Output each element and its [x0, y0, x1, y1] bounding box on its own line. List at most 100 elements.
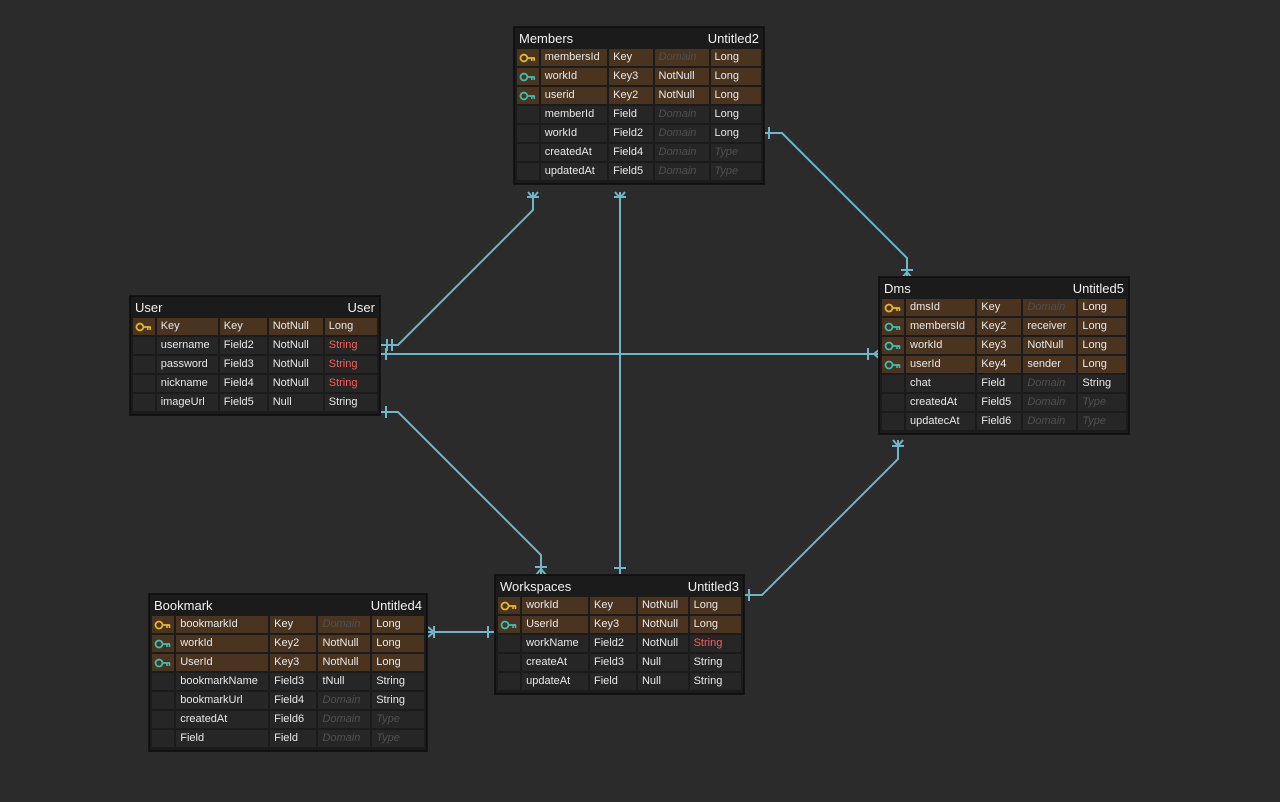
column-type[interactable]: String — [324, 394, 377, 411]
column-type[interactable]: Long — [372, 616, 424, 633]
column-physical-name[interactable]: Key — [219, 318, 267, 335]
column-name[interactable]: workId — [540, 68, 608, 85]
column-type[interactable]: Long — [1078, 299, 1126, 316]
column-type[interactable]: Type — [372, 730, 424, 747]
column-domain[interactable]: Domain — [1023, 394, 1077, 411]
column-physical-name[interactable]: Key3 — [609, 68, 653, 85]
column-name[interactable]: workId — [906, 337, 976, 354]
column-type[interactable]: Long — [689, 616, 741, 633]
column-type[interactable]: Long — [1078, 337, 1126, 354]
column-name[interactable]: bookmarkName — [176, 673, 269, 690]
column-type[interactable]: Long — [710, 125, 761, 142]
column-physical-name[interactable]: Field3 — [589, 654, 636, 671]
column-type[interactable]: Type — [710, 163, 761, 180]
column-physical-name[interactable]: Key3 — [589, 616, 636, 633]
column-domain[interactable]: Domain — [1023, 375, 1077, 392]
column-name[interactable]: nickname — [156, 375, 218, 392]
column-physical-name[interactable]: Field4 — [609, 144, 653, 161]
column-physical-name[interactable]: Key4 — [977, 356, 1022, 373]
column-constraint[interactable]: NotNull — [637, 616, 688, 633]
column-domain[interactable]: Domain — [654, 106, 709, 123]
column-constraint[interactable]: NotNull — [268, 318, 323, 335]
column-type[interactable]: Type — [372, 711, 424, 728]
column-constraint[interactable]: NotNull — [318, 635, 371, 652]
column-type[interactable]: Long — [710, 106, 761, 123]
column-constraint[interactable]: NotNull — [637, 597, 688, 614]
column-type[interactable]: Long — [1078, 356, 1126, 373]
relation-user-workspaces[interactable] — [380, 411, 542, 575]
column-name[interactable]: createdAt — [176, 711, 269, 728]
column-type[interactable]: String — [689, 635, 741, 652]
column-name[interactable]: UserId — [522, 616, 588, 633]
column-physical-name[interactable]: Field4 — [219, 375, 267, 392]
column-name[interactable]: chat — [906, 375, 976, 392]
column-type[interactable]: String — [324, 337, 377, 354]
column-domain[interactable]: Domain — [1023, 413, 1077, 430]
column-constraint[interactable]: NotNull — [654, 87, 709, 104]
column-type[interactable]: Long — [689, 597, 741, 614]
column-name[interactable]: password — [156, 356, 218, 373]
column-type[interactable]: String — [324, 356, 377, 373]
column-type[interactable]: Type — [1078, 413, 1126, 430]
column-name[interactable]: userid — [540, 87, 608, 104]
column-physical-name[interactable]: Field6 — [270, 711, 317, 728]
column-name[interactable]: updateAt — [522, 673, 588, 690]
column-constraint[interactable]: NotNull — [268, 337, 323, 354]
column-domain[interactable]: Domain — [318, 692, 371, 709]
column-type[interactable]: Long — [372, 635, 424, 652]
column-physical-name[interactable]: Key2 — [270, 635, 317, 652]
relation-members-dms[interactable] — [763, 132, 908, 278]
column-type[interactable]: Type — [710, 144, 761, 161]
column-physical-name[interactable]: Field5 — [977, 394, 1022, 411]
column-type[interactable]: String — [372, 692, 424, 709]
column-domain[interactable]: Domain — [654, 144, 709, 161]
column-name[interactable]: membersId — [540, 49, 608, 66]
column-name[interactable]: createAt — [522, 654, 588, 671]
column-constraint[interactable]: tNull — [318, 673, 371, 690]
column-name[interactable]: createdAt — [906, 394, 976, 411]
column-name[interactable]: updatedAt — [540, 163, 608, 180]
column-name[interactable]: workName — [522, 635, 588, 652]
column-name[interactable]: bookmarkUrl — [176, 692, 269, 709]
entity-header[interactable]: Members Untitled2 — [515, 28, 763, 48]
entity-header[interactable]: Bookmark Untitled4 — [150, 595, 426, 615]
column-type[interactable]: String — [689, 673, 741, 690]
column-domain[interactable]: Domain — [1023, 299, 1077, 316]
column-domain[interactable]: Domain — [318, 616, 371, 633]
column-physical-name[interactable]: Field5 — [609, 163, 653, 180]
column-constraint[interactable]: NotNull — [318, 654, 371, 671]
column-domain[interactable]: Domain — [654, 125, 709, 142]
column-physical-name[interactable]: Field3 — [219, 356, 267, 373]
column-constraint[interactable]: Null — [268, 394, 323, 411]
column-physical-name[interactable]: Key — [977, 299, 1022, 316]
column-name[interactable]: dmsId — [906, 299, 976, 316]
column-physical-name[interactable]: Key — [589, 597, 636, 614]
column-name[interactable]: membersId — [906, 318, 976, 335]
column-type[interactable]: String — [1078, 375, 1126, 392]
column-name[interactable]: userId — [906, 356, 976, 373]
column-constraint[interactable]: sender — [1023, 356, 1077, 373]
column-name[interactable]: workId — [522, 597, 588, 614]
